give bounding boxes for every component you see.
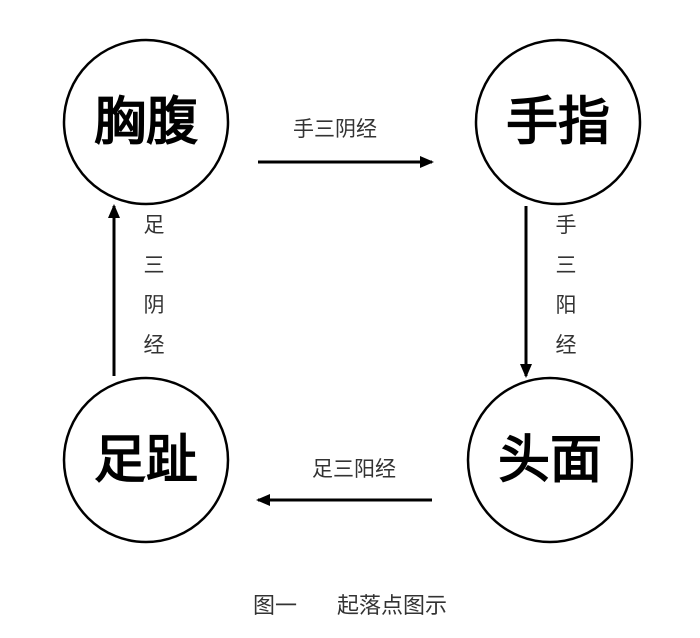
node-chest-abdomen: 胸腹 [62, 38, 230, 206]
figure-title: 起落点图示 [337, 594, 448, 619]
node-fingers-label: 手指 [506, 92, 610, 153]
node-head-face-label: 头面 [498, 430, 602, 491]
edge-bottom: 足三阳经 [256, 457, 432, 506]
node-toes-circle [62, 376, 230, 544]
edge-bottom-label: 足三阳经 [312, 457, 396, 481]
edge-left-label: 足三阴经 [144, 213, 165, 357]
edge-right-label: 手三阳经 [556, 213, 577, 357]
node-toes: 足趾 [62, 376, 230, 544]
node-chest-abdomen-circle [62, 38, 230, 206]
node-head-face: 头面 [466, 376, 634, 544]
node-fingers: 手指 [474, 38, 642, 206]
edge-top-label: 手三阴经 [293, 117, 377, 141]
edge-right: 手三阳经 [520, 206, 577, 378]
node-chest-abdomen-label: 胸腹 [94, 92, 199, 153]
figure-number: 图一 [252, 594, 297, 619]
node-fingers-circle [474, 38, 642, 206]
edge-top: 手三阴经 [258, 117, 434, 168]
figure-caption: 图一 起落点图示 [0, 588, 700, 620]
node-head-face-circle [466, 376, 634, 544]
node-toes-label: 足趾 [94, 430, 198, 491]
edge-left: 足三阴经 [108, 204, 165, 376]
